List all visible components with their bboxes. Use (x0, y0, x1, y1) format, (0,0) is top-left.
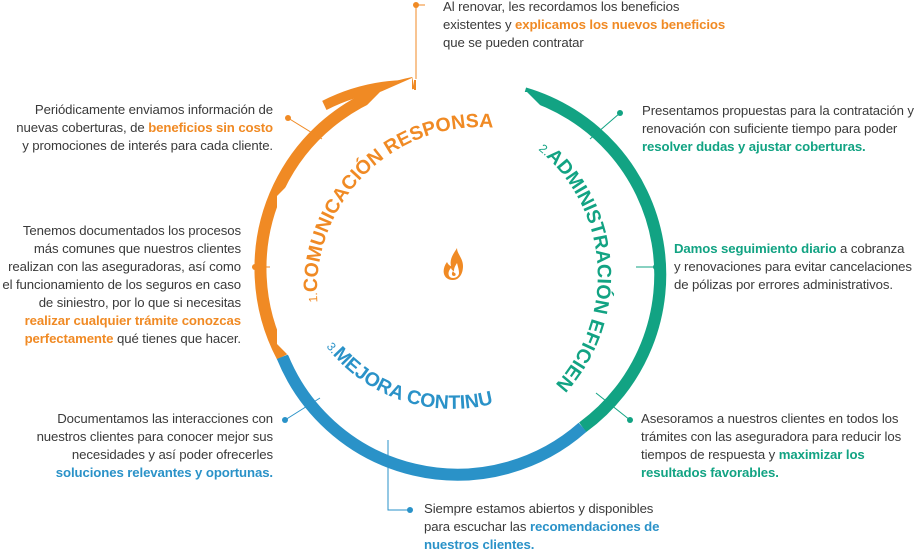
connector-top (415, 4, 425, 79)
dot-top (413, 2, 419, 8)
connector-upper-right (589, 112, 621, 140)
note-upper-left-highlight: beneficios sin costo (148, 120, 273, 135)
note-mid-left-text: Tenemos documentados los procesos más co… (2, 223, 241, 310)
dot-upper-right (617, 110, 623, 116)
ring-gap-top (414, 69, 422, 97)
note-mid-right-highlight: Damos seguimiento diario (674, 241, 837, 256)
note-lower-right-highlight: maximizar los resultados favorables. (641, 447, 865, 480)
note-bottom-highlight: recomendaciones de nuestros clientes. (424, 519, 660, 552)
note-mid-left: Tenemos documentados los procesos más co… (0, 222, 241, 348)
connectors-blue (284, 397, 410, 511)
note-top-highlight: explicamos los nuevos beneficios (515, 17, 726, 32)
connector-bottom (387, 440, 410, 511)
note-bottom-text: Siempre estamos abiertos y disponibles p… (424, 501, 654, 534)
note-bottom: Siempre estamos abiertos y disponibles p… (424, 500, 674, 552)
note-upper-right-highlight: resolver dudas y ajustar coberturas. (642, 139, 866, 154)
dot-bottom (407, 507, 413, 513)
ring-arc-teal (522, 87, 667, 433)
note-lower-right: Asesoramos a nuestros clientes en todos … (641, 410, 916, 482)
note-upper-left: Periódicamente enviamos información de n… (8, 101, 273, 155)
connector-upper-left (287, 117, 323, 140)
dot-mid-right (653, 264, 659, 270)
note-lower-left-highlight: soluciones relevantes y oportunas. (55, 465, 273, 480)
connectors-teal (589, 112, 656, 421)
connector-dots (252, 2, 659, 513)
connector-lower-left (284, 397, 321, 421)
octagon-corners (380, 78, 412, 92)
note-mid-right: Damos seguimiento diario a cobranza y re… (674, 240, 914, 294)
ring-arc-blue (276, 354, 587, 481)
note-upper-left-tail: y promociones de interés para cada clien… (22, 138, 273, 153)
dot-lower-left (282, 417, 288, 423)
note-upper-left-text: Periódicamente enviamos información de n… (16, 102, 273, 135)
note-lower-left: Documentamos las interacciones con nuest… (30, 410, 274, 482)
note-upper-right-text: Presentamos propuestas para la contratac… (642, 103, 914, 136)
note-lower-left-text: Documentamos las interacciones con nuest… (36, 411, 274, 462)
note-mid-left-highlight: realizar cualquier trámite conozcas perf… (24, 313, 242, 346)
dot-upper-left (285, 115, 291, 121)
note-top-tail: que se pueden contratar (443, 35, 584, 50)
note-top-text: Al renovar, les recordamos los beneficio… (443, 0, 680, 32)
ring-arc-orange (254, 77, 415, 360)
note-upper-right: Presentamos propuestas para la contratac… (642, 102, 917, 156)
flame-icon (443, 248, 463, 280)
note-mid-left-tail: qué tienes que hacer. (113, 331, 241, 346)
note-lower-right-text: Asesoramos a nuestros clientes en todos … (641, 411, 902, 462)
dot-lower-right (627, 417, 633, 423)
connector-lower-right (595, 392, 631, 421)
note-mid-right-text: a cobranza y renovaciones para evitar ca… (674, 241, 912, 292)
dot-mid-left (252, 264, 258, 270)
note-top: Al renovar, les recordamos los beneficio… (443, 0, 733, 52)
